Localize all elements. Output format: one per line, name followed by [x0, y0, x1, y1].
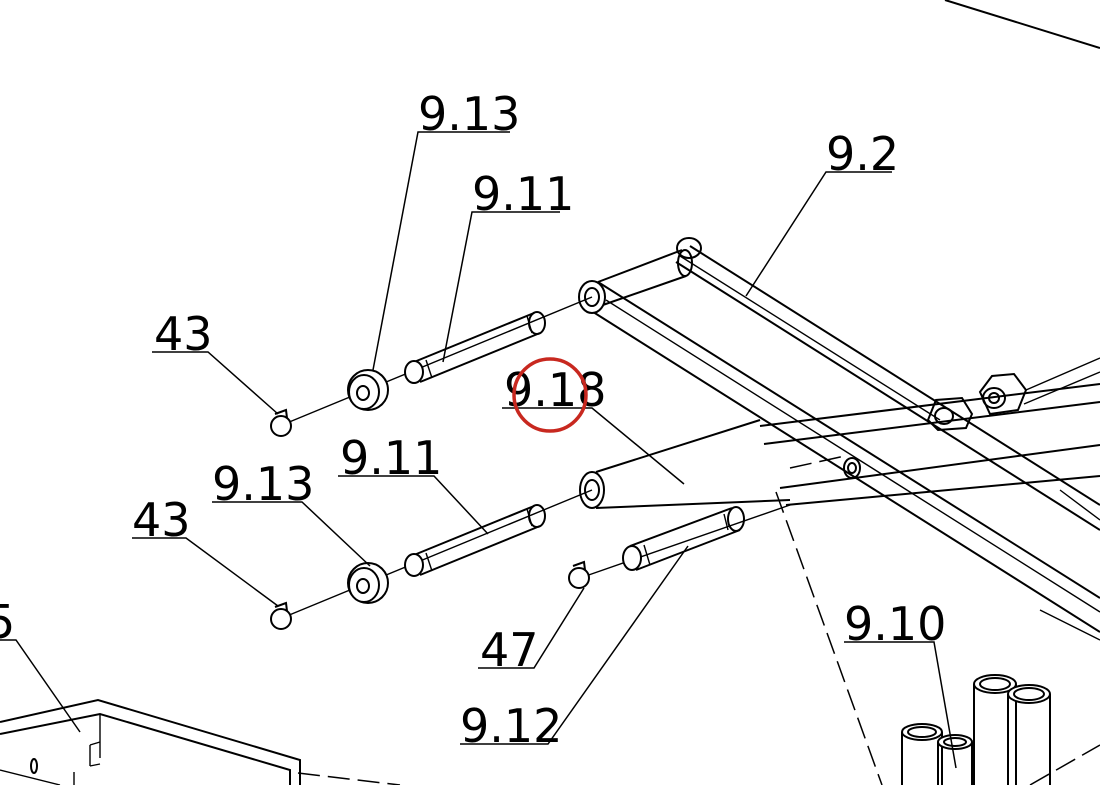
label-43-top: 43	[154, 307, 213, 361]
label-47: 47	[480, 623, 539, 677]
callout-labels: 9.13 9.11 9.2 43 9.18 9.11 9.13 43 47 9.…	[0, 87, 946, 753]
label-9-18: 9.18	[504, 363, 606, 417]
label-43-bottom: 43	[132, 493, 191, 547]
label-9-13-top: 9.13	[418, 87, 520, 141]
base-frame-part-5	[0, 698, 301, 785]
frame-edge-top-right	[944, 0, 1100, 49]
pin-part-9-11-top	[404, 311, 546, 384]
label-9-12: 9.12	[460, 699, 562, 753]
label-9-11-middle: 9.11	[340, 431, 442, 485]
clip-part-43-top	[270, 408, 292, 437]
axis-lines	[281, 296, 791, 619]
label-9-2: 9.2	[826, 127, 899, 181]
label-9-13-bottom: 9.13	[212, 457, 314, 511]
highlight-marker	[512, 357, 588, 433]
pin-part-9-12	[622, 506, 745, 571]
leader-lines	[0, 131, 957, 769]
pin-part-9-11-middle	[404, 504, 546, 577]
tubes-part-9-10	[901, 674, 1051, 785]
bushing-part-9-13-top	[347, 369, 389, 411]
tube-part-9-18	[579, 419, 791, 509]
clip-part-47	[568, 560, 590, 589]
bushing-part-9-13-bottom	[347, 562, 389, 604]
label-5: 5	[0, 595, 15, 649]
label-9-11-top: 9.11	[472, 167, 574, 221]
arm-part-9-2	[578, 237, 1100, 641]
center-lines	[297, 455, 1100, 785]
label-9-10: 9.10	[844, 597, 946, 651]
clip-part-43-bottom	[270, 601, 292, 630]
